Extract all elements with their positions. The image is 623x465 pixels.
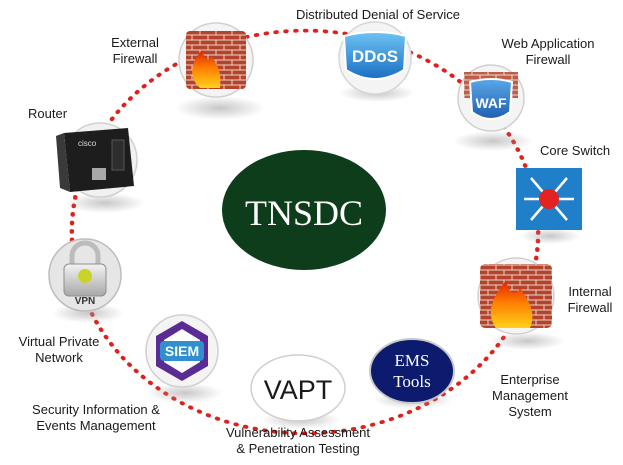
svg-text:Tools: Tools (393, 372, 431, 391)
ems-label-line3: System (508, 404, 552, 419)
vapt-label-line2: & Penetration Testing (236, 441, 360, 456)
ddos-node: DDoS (338, 21, 412, 95)
external-firewall-node (178, 22, 254, 98)
waf-label-line2: Firewall (525, 52, 571, 67)
siem-node: SIEM (145, 314, 219, 388)
ems-label-line1: Enterprise (500, 372, 560, 387)
core-switch-node (516, 168, 582, 230)
waf-node: WAF (457, 64, 525, 132)
vpn-label-line1: Virtual Private (18, 334, 100, 349)
vapt-label-line1: Vulnerability Assessment (225, 425, 371, 440)
vpn-lock-icon: VPN (63, 240, 107, 307)
waf-label: Web Application Firewall (488, 36, 608, 68)
router-label: Router (28, 106, 68, 121)
vpn-node: VPN (48, 238, 122, 312)
center-node: TNSDC (222, 150, 386, 270)
ems-label-line2: Management (492, 388, 568, 403)
external-firewall-label: External Firewall (100, 35, 170, 67)
internal-firewall-label-line2: Firewall (567, 300, 613, 315)
vapt-node: VAPT (250, 354, 346, 422)
internal-firewall-label: Internal Firewall (557, 284, 623, 316)
external-firewall-label-line1: External (111, 35, 159, 50)
brick-firewall-icon (186, 31, 246, 89)
center-label: TNSDC (245, 193, 363, 233)
siem-label: Security Information & Events Management (10, 402, 182, 434)
waf-label-line1: Web Application (501, 36, 595, 51)
internal-firewall-node (477, 257, 555, 335)
internal-firewall-label-line1: Internal (568, 284, 612, 299)
svg-text:VPN: VPN (75, 296, 96, 307)
external-firewall-label-line2: Firewall (112, 51, 158, 66)
svg-text:EMS: EMS (395, 351, 430, 370)
siem-label-line2: Events Management (36, 418, 156, 433)
ddos-label: Distributed Denial of Service (296, 7, 461, 22)
router-node: cisco (56, 122, 138, 198)
siem-hexagon-icon: SIEM (156, 321, 208, 381)
ddos-shield-icon: DDoS (342, 31, 408, 80)
vapt-label: Vulnerability Assessment & Penetration T… (198, 425, 398, 457)
waf-shield-icon: WAF (464, 72, 518, 120)
svg-text:DDoS: DDoS (352, 47, 398, 66)
vpn-label-line2: Network (35, 350, 83, 365)
svg-text:cisco: cisco (78, 139, 97, 148)
ems-tools-icon: EMS Tools (369, 338, 455, 404)
svg-text:SIEM: SIEM (165, 343, 199, 359)
vapt-icon: VAPT (250, 354, 346, 422)
svg-text:WAF: WAF (475, 95, 507, 111)
network-switch-icon (516, 168, 582, 230)
router-device-icon: cisco (56, 128, 134, 192)
ems-label: Enterprise Management System (475, 372, 585, 420)
svg-text:VAPT: VAPT (264, 375, 333, 405)
ems-node: EMS Tools (369, 338, 455, 404)
core-switch-label: Core Switch (540, 143, 611, 158)
vpn-label: Virtual Private Network (4, 334, 114, 366)
siem-label-line1: Security Information & (32, 402, 160, 417)
brick-firewall-icon (480, 264, 552, 328)
